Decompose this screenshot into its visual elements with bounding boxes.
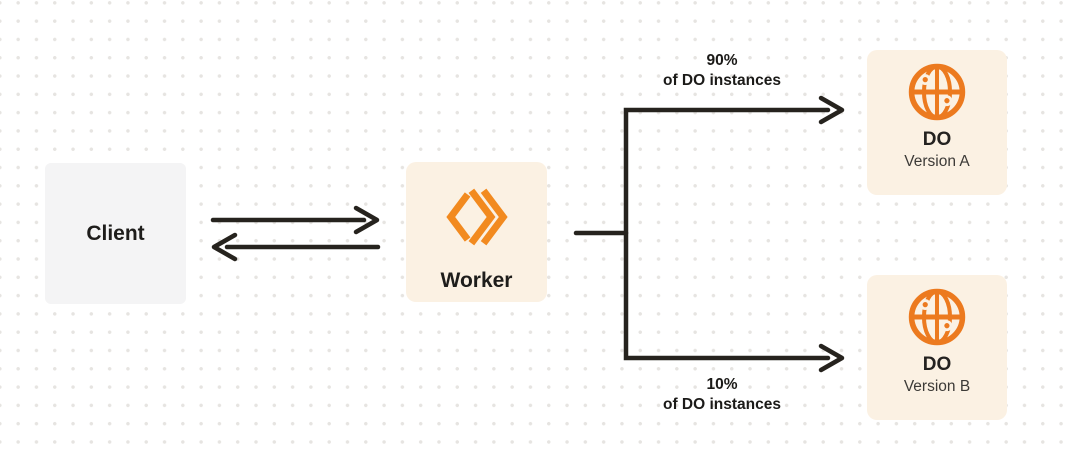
do-b-subtitle: Version B — [903, 378, 971, 395]
node-worker: Worker — [406, 162, 547, 302]
globe-icon — [908, 63, 966, 121]
globe-icon — [908, 288, 966, 346]
node-do-version-b: DO Version B — [867, 275, 1007, 420]
edge-label-percent: 90% — [706, 52, 738, 69]
edge-label-percent: 10% — [706, 376, 738, 393]
arrowhead-to-do-a-icon — [818, 95, 845, 125]
branch-line-to-do-a — [623, 107, 831, 361]
client-label: Client — [86, 221, 145, 245]
worker-label: Worker — [440, 269, 513, 292]
do-a-title: DO — [922, 129, 952, 150]
node-client: Client — [45, 163, 186, 304]
arrowhead-to-do-b-icon — [818, 343, 845, 373]
arrowhead-right-icon — [353, 205, 380, 235]
arrowhead-left-icon — [211, 232, 238, 262]
edge-label-caption: of DO instances — [663, 72, 781, 89]
workers-chevrons-icon — [445, 188, 508, 246]
do-b-title: DO — [922, 354, 952, 375]
edge-label-10-percent: 10% of DO instances — [622, 375, 822, 415]
edge-label-90-percent: 90% of DO instances — [622, 51, 822, 91]
do-a-subtitle: Version A — [904, 153, 970, 170]
edge-label-caption: of DO instances — [663, 396, 781, 413]
node-do-version-a: DO Version A — [867, 50, 1007, 195]
